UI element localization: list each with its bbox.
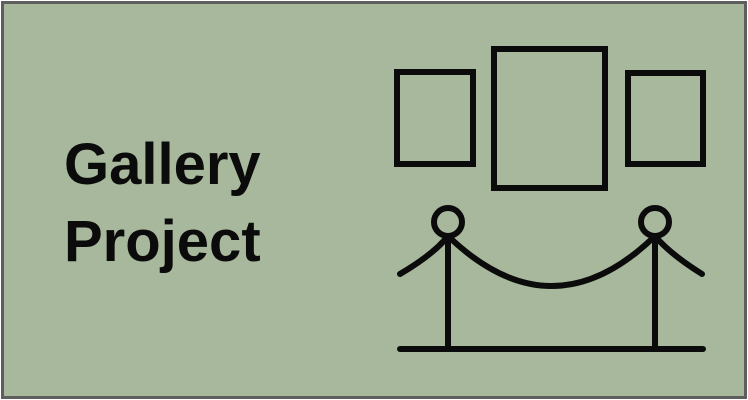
rope-barrier-icon bbox=[397, 205, 706, 352]
left-outer-rope bbox=[397, 233, 451, 277]
left-picture-frame-icon bbox=[394, 69, 476, 167]
right-post-knob bbox=[638, 205, 672, 239]
right-picture-frame-icon bbox=[625, 70, 706, 167]
gallery-illustration bbox=[394, 46, 706, 352]
left-post-knob bbox=[431, 205, 465, 239]
center-picture-frame-icon bbox=[491, 46, 608, 191]
center-rope bbox=[445, 233, 658, 289]
card-title: Gallery Project bbox=[64, 126, 261, 280]
right-outer-rope bbox=[652, 233, 705, 277]
title-line-2: Project bbox=[64, 209, 261, 274]
title-line-1: Gallery bbox=[64, 132, 261, 197]
